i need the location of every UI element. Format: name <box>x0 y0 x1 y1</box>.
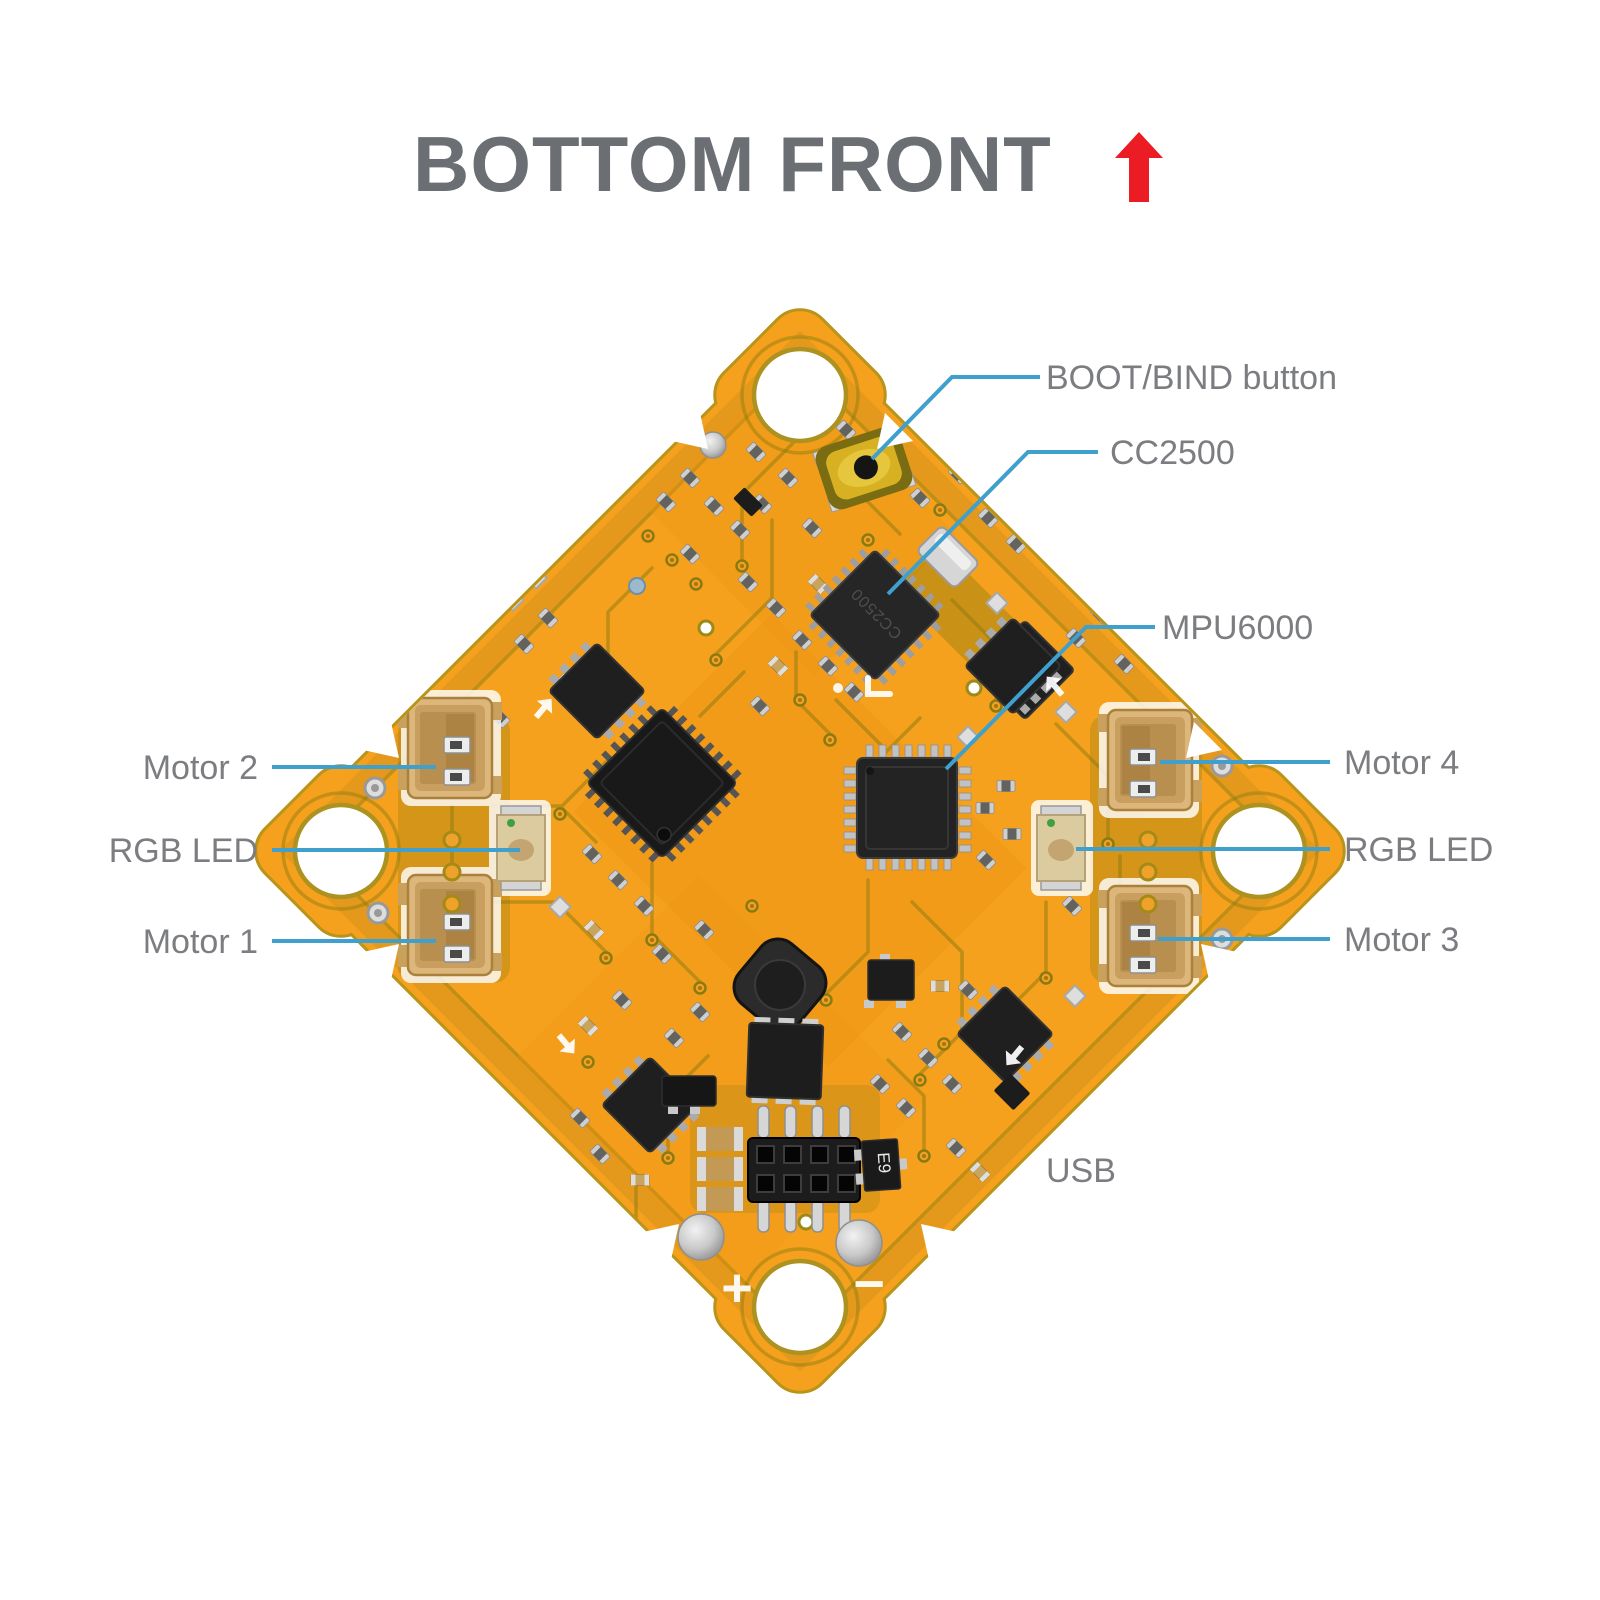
mounting-holes <box>292 346 1308 1356</box>
mcu-chip <box>583 705 742 863</box>
label-motor-3: Motor 3 <box>1344 921 1460 959</box>
label-motor-2: Motor 2 <box>142 749 258 787</box>
mounting-hole-bottom <box>751 1258 849 1356</box>
esc-chip-2 <box>964 616 1063 715</box>
blue-via <box>628 577 646 595</box>
boot-bind-button <box>812 425 917 513</box>
e9-transistor: E9 <box>853 1138 908 1192</box>
led-green-die <box>507 819 515 827</box>
esc-chip-4 <box>956 984 1055 1083</box>
leader-cc2500 <box>886 450 1098 596</box>
inductor <box>732 937 828 1033</box>
sot-transistors <box>661 487 1030 1114</box>
pcb-board: CC2500 <box>254 308 1346 1394</box>
tantalum-capacitors <box>697 1127 743 1211</box>
motor-3-connector <box>1098 884 1202 988</box>
prop-direction-arrow <box>556 1033 575 1054</box>
solder-blobs <box>677 431 883 1267</box>
label-motor-4: Motor 4 <box>1344 744 1460 782</box>
leader-mpu6000 <box>944 625 1155 771</box>
esc-driver-chips <box>548 616 1063 1154</box>
white-dot <box>833 683 843 693</box>
prop-direction-arrow <box>1046 676 1065 697</box>
regulator-chip <box>745 1016 825 1106</box>
front-direction-arrow-icon <box>1115 132 1163 202</box>
crystal <box>917 526 979 588</box>
page-title: BOTTOM FRONT <box>413 120 1052 208</box>
motor-2-connector <box>398 696 502 800</box>
led-green-die <box>1047 819 1055 827</box>
battery-minus-silkscreen: − <box>853 1254 885 1314</box>
leader-boot-bind <box>870 375 1040 461</box>
label-rgb-led-right: RGB LED <box>1344 831 1494 869</box>
motor-1-connector <box>398 873 502 977</box>
label-cc2500: CC2500 <box>1110 434 1235 472</box>
mounting-hole-top <box>751 346 849 444</box>
mpu6000-chip <box>843 744 972 871</box>
leader-lines <box>272 375 1330 943</box>
battery-plus-silkscreen: + <box>721 1258 753 1318</box>
motor-4-connector <box>1098 708 1202 812</box>
rgb-led-left <box>496 805 546 891</box>
pcb-substrate <box>257 311 1343 1391</box>
e9-marking: E9 <box>874 1152 894 1174</box>
label-rgb-led-left: RGB LED <box>108 832 258 870</box>
usb-pin-header <box>747 1105 861 1233</box>
edge-notches <box>363 413 1237 1260</box>
label-mpu6000: MPU6000 <box>1162 609 1314 647</box>
cc2500-chip: CC2500 <box>804 548 944 686</box>
silkscreen-corner-mark <box>865 675 893 697</box>
prop-direction-arrow <box>1005 1044 1025 1066</box>
label-motor-1: Motor 1 <box>142 923 258 961</box>
label-boot-bind-button: BOOT/BIND button <box>1046 359 1337 397</box>
esc-chip-1 <box>548 641 647 740</box>
silkscreen: + − <box>533 675 1065 1318</box>
prop-direction-arrow <box>533 698 553 720</box>
label-usb: USB <box>1046 1152 1116 1190</box>
plated-holes <box>363 754 1234 951</box>
motor-connectors <box>398 696 1202 988</box>
